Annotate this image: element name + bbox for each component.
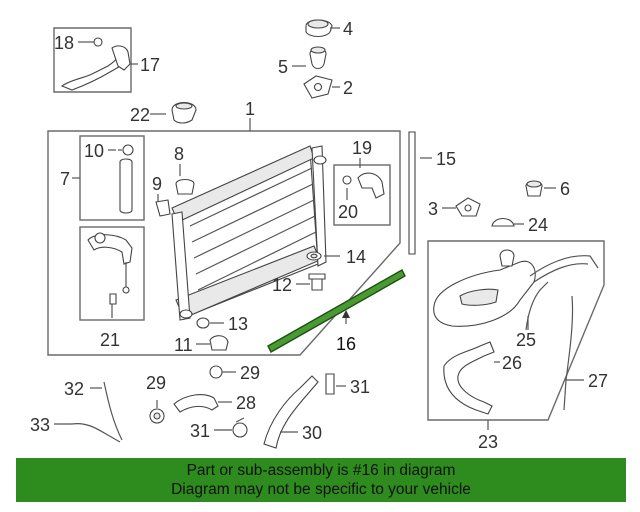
callout-1: 1 <box>245 99 255 119</box>
part-2-mount <box>303 75 333 99</box>
group-box-21 <box>79 226 145 321</box>
callout-26: 26 <box>502 353 522 373</box>
part-26-hose <box>443 341 495 415</box>
callout-5: 5 <box>278 57 288 77</box>
callout-6: 6 <box>560 179 570 199</box>
part-3-mount <box>455 197 481 217</box>
callout-4: 4 <box>343 19 353 39</box>
callout-20: 20 <box>338 202 358 222</box>
callout-24: 24 <box>528 215 548 235</box>
part-8-clip <box>175 178 195 195</box>
part-33-tube <box>71 423 121 443</box>
part-28-hose <box>173 394 219 413</box>
part-32-tube <box>103 381 123 441</box>
part-9-bracket <box>155 199 171 217</box>
callout-29-left: 29 <box>146 373 166 393</box>
part-21-fitting <box>87 232 133 305</box>
callout-18: 18 <box>54 33 74 53</box>
banner-line-2: Diagram may not be specific to your vehi… <box>171 481 471 498</box>
callout-19: 19 <box>352 138 372 158</box>
part-16-seal-strip <box>267 269 406 353</box>
group-box-17 <box>53 27 132 93</box>
callout-29-right: 29 <box>240 363 260 383</box>
callout-11: 11 <box>174 335 193 355</box>
part-14-washer <box>306 251 322 261</box>
part-30-hose <box>263 375 319 449</box>
part-12-bolt <box>308 273 326 291</box>
part-24-mount <box>491 217 515 227</box>
callout-17: 17 <box>140 55 160 75</box>
callout-23: 23 <box>478 432 498 452</box>
part-15-rod <box>408 131 416 255</box>
part-31-clamp-left <box>232 417 248 438</box>
part-20-hose-fitting <box>342 172 385 199</box>
callout-2: 2 <box>343 78 353 98</box>
info-banner: Part or sub-assembly is #16 in diagram D… <box>16 458 626 502</box>
part-6-bushing <box>525 180 543 197</box>
part-22-radiator-cap <box>171 101 197 124</box>
callout-16: 16 <box>336 334 356 354</box>
part-31-clamp-right <box>325 373 335 395</box>
part-27-tube <box>563 295 574 411</box>
part-5-bushing <box>309 46 327 70</box>
callout-15: 15 <box>436 149 456 169</box>
callout-7: 7 <box>60 169 70 189</box>
group-box-23 <box>427 240 605 421</box>
arrow-16-icon <box>342 310 350 318</box>
part-7-tank <box>118 144 134 214</box>
part-1-radiator <box>171 145 327 321</box>
callout-27: 27 <box>588 371 608 391</box>
callout-33: 33 <box>30 415 50 435</box>
callout-9: 9 <box>152 174 162 194</box>
callout-14: 14 <box>346 247 366 267</box>
part-29-clamp-right <box>209 365 223 379</box>
callout-31-right: 31 <box>350 377 370 397</box>
callout-25: 25 <box>516 330 536 350</box>
callout-30: 30 <box>302 423 322 443</box>
group-box-19 <box>333 164 391 226</box>
callout-32: 32 <box>64 379 84 399</box>
callout-10: 10 <box>84 141 104 161</box>
banner-line-1: Part or sub-assembly is #16 in diagram <box>186 462 456 479</box>
callout-22: 22 <box>130 105 150 125</box>
callout-13: 13 <box>228 314 248 334</box>
part-17-hose-bracket <box>60 37 131 91</box>
callout-12: 12 <box>272 275 292 295</box>
callout-21: 21 <box>100 330 120 350</box>
part-13-grommet <box>196 317 210 329</box>
part-11-plug <box>209 335 229 351</box>
part-29-clamp-left <box>149 408 165 424</box>
callout-28: 28 <box>236 393 256 413</box>
callout-3: 3 <box>428 199 438 219</box>
part-23-reservoir <box>433 249 599 327</box>
callout-31-left: 31 <box>190 421 210 441</box>
part-4-cap <box>305 19 333 38</box>
callout-8: 8 <box>174 144 184 164</box>
leader-lines <box>54 27 584 433</box>
part-25-pipe <box>525 281 549 331</box>
